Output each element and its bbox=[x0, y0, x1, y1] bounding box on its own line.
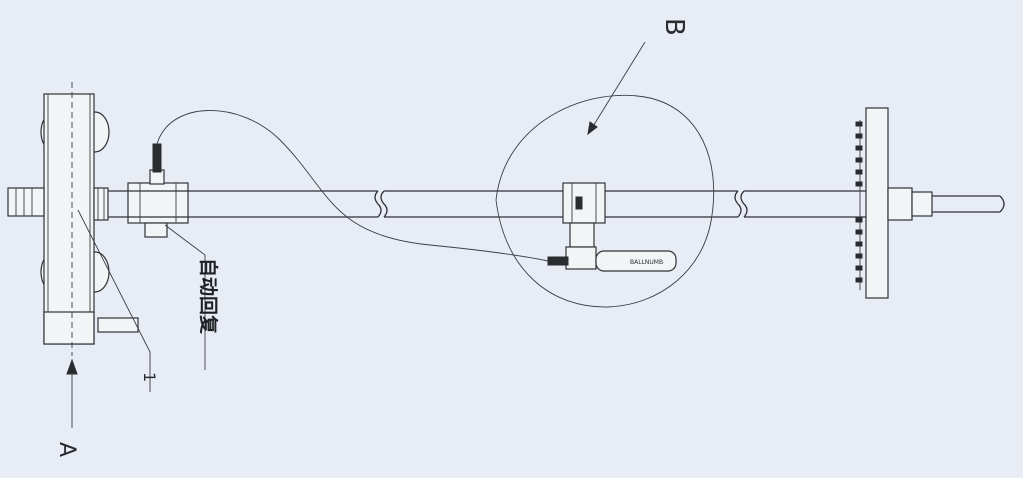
right-flange bbox=[855, 107, 1005, 299]
view-b-label: B bbox=[659, 18, 689, 36]
left-collar bbox=[93, 187, 109, 221]
left-mounting-block bbox=[7, 93, 139, 345]
leaders bbox=[66, 41, 646, 428]
auto-return-label: 自动回复 bbox=[197, 258, 220, 335]
clamp-with-sensor bbox=[127, 143, 189, 238]
detail-b-circle bbox=[495, 94, 715, 308]
middle-clamp bbox=[547, 182, 677, 272]
main-rod bbox=[108, 190, 890, 218]
part-number-label: 1 bbox=[140, 372, 159, 382]
view-a-label: A bbox=[54, 442, 79, 457]
sensor-wire bbox=[156, 110, 549, 262]
sensor-tag-text: BALLNUMB bbox=[630, 259, 663, 266]
